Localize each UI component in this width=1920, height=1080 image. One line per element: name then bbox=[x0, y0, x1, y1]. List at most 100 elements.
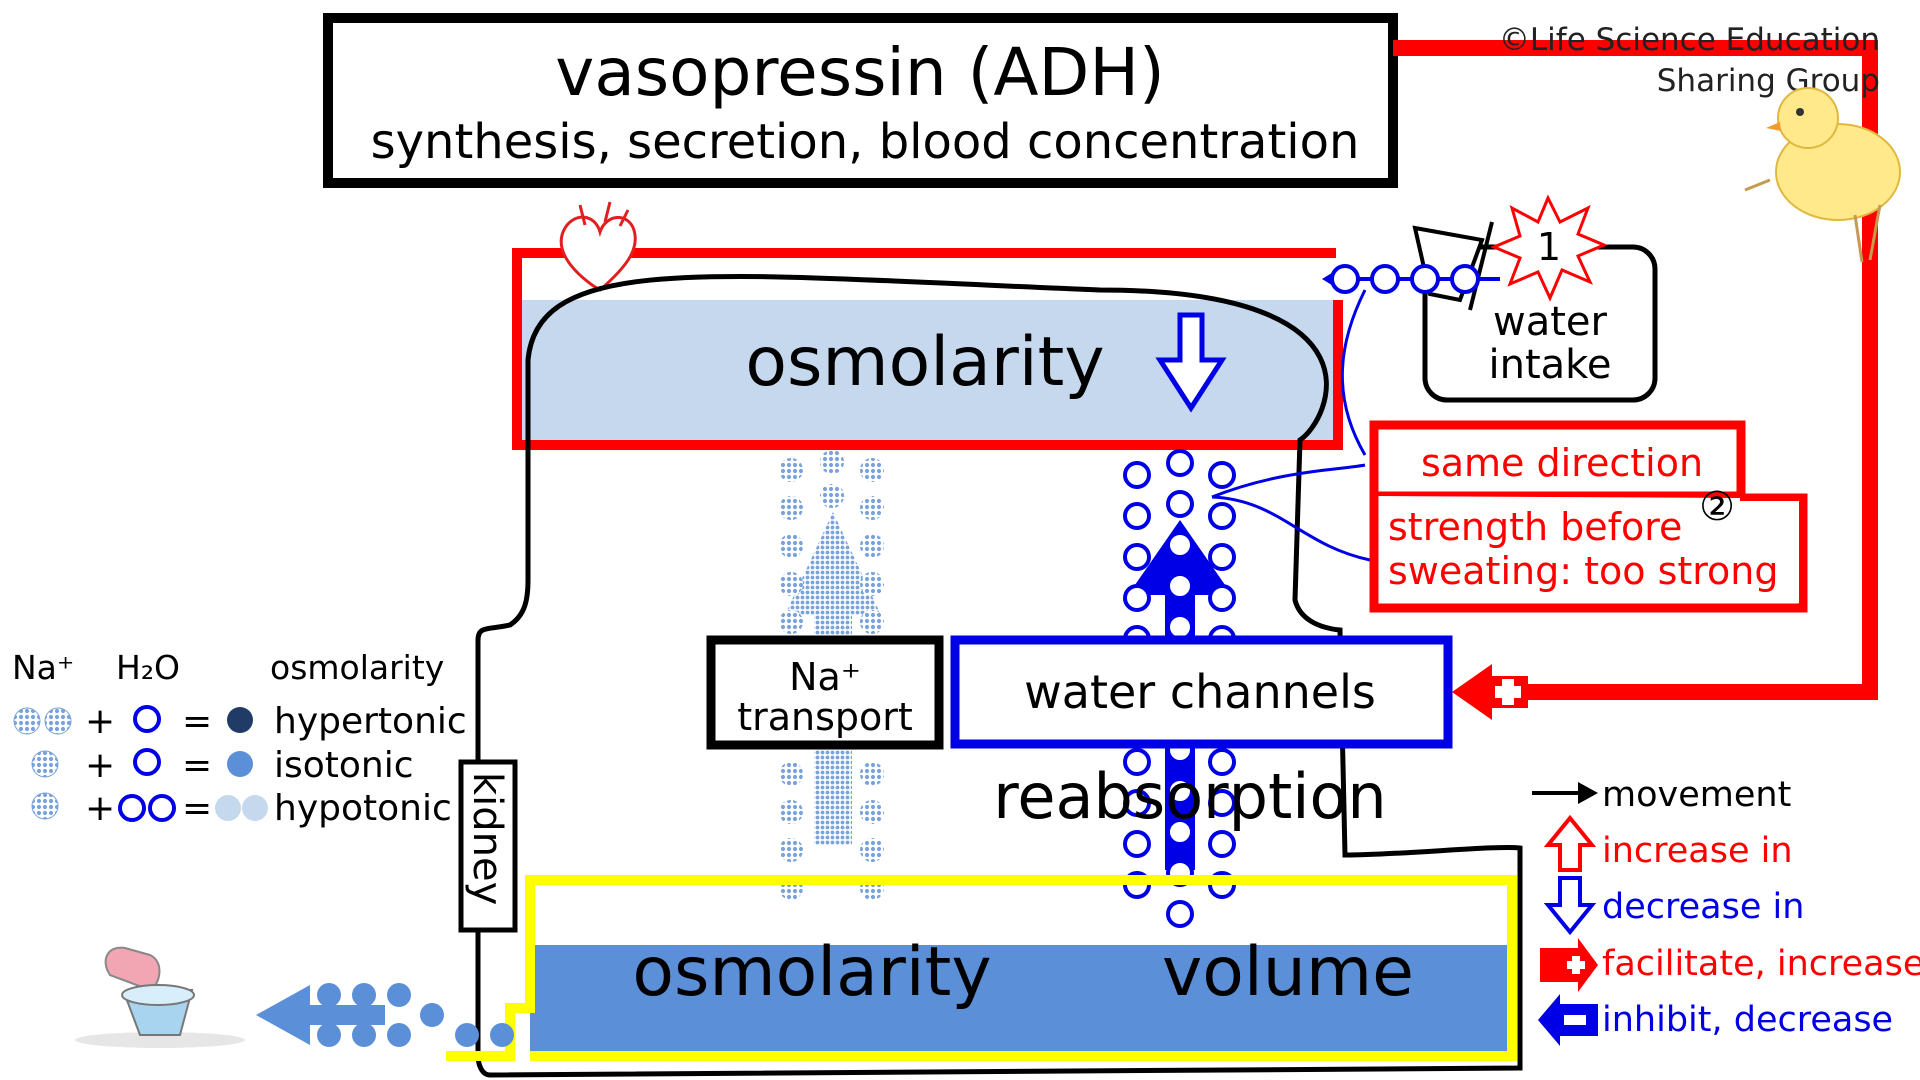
starburst-icon: 1 bbox=[1490, 194, 1608, 302]
na-dot bbox=[779, 496, 803, 520]
toilet-icon bbox=[75, 946, 245, 1048]
urine-dot bbox=[420, 1003, 444, 1027]
na-dot bbox=[860, 610, 884, 634]
na-transport-line1: Na⁺ bbox=[789, 655, 861, 699]
note-strength-line2: sweating: too strong bbox=[1388, 549, 1779, 593]
urine-compartment: osmolarity volume bbox=[446, 875, 1517, 1061]
credit-line2: Sharing Group bbox=[1657, 63, 1880, 99]
urine-dot bbox=[490, 1023, 514, 1047]
water-dot bbox=[1123, 748, 1151, 776]
na-transport-line2: transport bbox=[737, 695, 913, 739]
na-dot bbox=[779, 572, 803, 596]
credit-line1: ©Life Science Education bbox=[1499, 22, 1880, 58]
key-eq-2: = bbox=[182, 745, 212, 786]
na-dot bbox=[860, 800, 884, 824]
note-strength-line1: strength before bbox=[1388, 505, 1682, 549]
connector-line-1 bbox=[1340, 289, 1367, 456]
water-dot bbox=[1166, 613, 1194, 641]
adh-feedback-line bbox=[1393, 40, 1878, 700]
na-dot bbox=[820, 484, 844, 508]
chick-icon bbox=[1744, 87, 1901, 263]
header-box: vasopressin (ADH) synthesis, secretion, … bbox=[323, 13, 1398, 188]
water-dot bbox=[1208, 543, 1236, 571]
water-dot bbox=[1208, 502, 1236, 530]
na-dot bbox=[779, 534, 803, 558]
key-row-isotonic: isotonic bbox=[274, 745, 414, 786]
water-dot bbox=[1166, 900, 1194, 928]
water-inflow-arrow bbox=[1322, 264, 1500, 294]
blood-osmolarity-label: osmolarity bbox=[745, 323, 1104, 402]
urine-outflow-arrow bbox=[256, 983, 514, 1047]
water-dot bbox=[1166, 490, 1194, 518]
urine-osmolarity-label: osmolarity bbox=[632, 933, 991, 1012]
water-dot bbox=[1123, 789, 1151, 817]
key-header-h2o: H₂O bbox=[116, 648, 180, 687]
key-row-hypertonic: hypertonic bbox=[274, 701, 467, 742]
key-eq-3: = bbox=[182, 788, 212, 829]
step-number-1: 1 bbox=[1537, 225, 1561, 269]
legend-facilitate: facilitate, increase bbox=[1602, 944, 1920, 984]
legend-inhibit: inhibit, decrease bbox=[1602, 1000, 1893, 1040]
adh-facilitate-arrow bbox=[1452, 664, 1528, 720]
na-dot bbox=[779, 800, 803, 824]
na-dot bbox=[820, 450, 844, 474]
water-channels-label: water channels bbox=[1024, 665, 1376, 719]
na-dot bbox=[860, 838, 884, 862]
urine-dot bbox=[352, 983, 376, 1007]
water-dot bbox=[1123, 543, 1151, 571]
na-dot bbox=[860, 496, 884, 520]
water-dot bbox=[1208, 748, 1236, 776]
na-dot bbox=[779, 838, 803, 862]
urine-dot bbox=[387, 1023, 411, 1047]
urine-dot bbox=[317, 1023, 341, 1047]
legend-decrease: decrease in bbox=[1602, 887, 1804, 927]
urine-dot bbox=[455, 1023, 479, 1047]
kidney-outline bbox=[475, 274, 1523, 1078]
water-dot bbox=[1208, 584, 1236, 612]
key-row-hypotonic: hypotonic bbox=[274, 788, 452, 829]
water-channels-box: water channels bbox=[950, 635, 1453, 749]
water-dot bbox=[1123, 502, 1151, 530]
water-dot bbox=[1208, 789, 1236, 817]
key-eq-1: = bbox=[182, 701, 212, 742]
connector-line-3 bbox=[1211, 495, 1371, 562]
na-dot bbox=[860, 458, 884, 482]
note-strength: ② strength before sweating: too strong bbox=[1369, 484, 1808, 613]
key-plus-3: + bbox=[85, 788, 115, 829]
na-transport-box: Na⁺ transport bbox=[706, 635, 944, 750]
header-subtitle: synthesis, secretion, blood concentratio… bbox=[371, 114, 1360, 170]
legend-increase: increase in bbox=[1602, 831, 1793, 871]
kidney-label-box: kidney bbox=[458, 759, 518, 933]
legend-movement: movement bbox=[1602, 775, 1791, 815]
step-number-2: ② bbox=[1699, 484, 1735, 530]
key-header-na: Na⁺ bbox=[12, 648, 74, 687]
na-dot bbox=[779, 762, 803, 786]
water-dot bbox=[1166, 777, 1194, 805]
key-plus-2: + bbox=[85, 745, 115, 786]
water-dot bbox=[1166, 449, 1194, 477]
header-title: vasopressin (ADH) bbox=[555, 34, 1164, 111]
urine-dot bbox=[317, 983, 341, 1007]
key-header-osmolarity: osmolarity bbox=[270, 648, 444, 687]
water-dot bbox=[1166, 531, 1194, 559]
urine-dot bbox=[352, 1023, 376, 1047]
water-dot bbox=[1208, 461, 1236, 489]
water-dot bbox=[1166, 572, 1194, 600]
water-dot bbox=[1166, 818, 1194, 846]
water-dot bbox=[1123, 830, 1151, 858]
arrow-legend: movement increase in decrease in facilit… bbox=[1532, 775, 1920, 1046]
urine-dot bbox=[387, 983, 411, 1007]
osmolarity-decrease-arrow bbox=[1155, 312, 1227, 413]
water-dot bbox=[1123, 461, 1151, 489]
urine-volume-label: volume bbox=[1162, 933, 1414, 1012]
note-same-direction: same direction bbox=[1369, 420, 1746, 501]
water-intake-line1: water bbox=[1493, 299, 1608, 345]
na-dot bbox=[860, 762, 884, 786]
connector-line-2 bbox=[1211, 463, 1366, 499]
na-dot bbox=[860, 572, 884, 596]
tonicity-key: Na⁺ H₂O osmolarity + = hypertonic + = is… bbox=[12, 648, 467, 829]
key-plus-1: + bbox=[85, 701, 115, 742]
na-dot bbox=[779, 458, 803, 482]
heart-icon bbox=[559, 201, 637, 292]
